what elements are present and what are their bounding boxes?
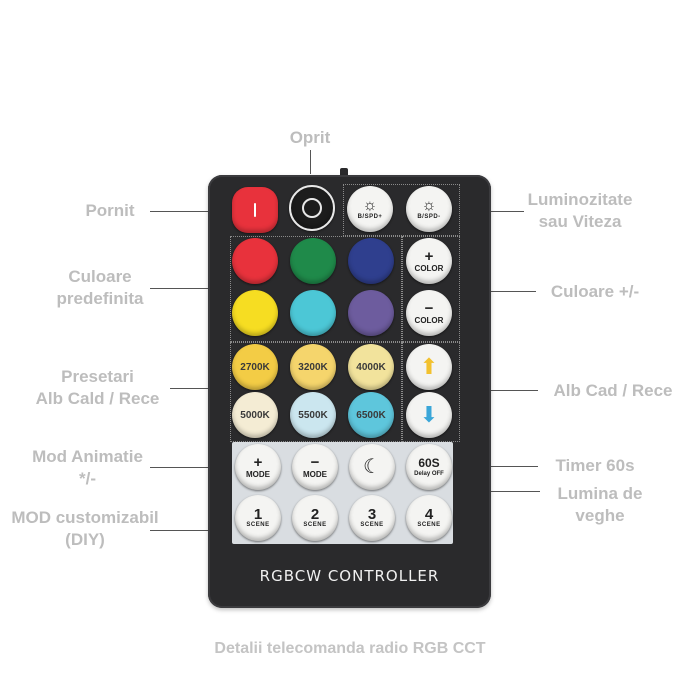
minus-icon: −	[424, 300, 434, 317]
label-mod-animatie: Mod Animatie */-	[32, 447, 143, 488]
arrow-up-icon: ⬆	[419, 354, 439, 379]
arrow-down-icon: ⬇	[419, 402, 439, 427]
sun-icon: ☼	[362, 196, 378, 214]
scene-label: SCENE	[417, 522, 441, 528]
scene-1-button[interactable]: 1 SCENE	[235, 495, 281, 541]
power-on-button[interactable]	[232, 187, 278, 233]
preset-2700k-button[interactable]: 2700K	[232, 344, 278, 390]
label-culoare-plus-minus: Culoare +/-	[550, 282, 640, 301]
color-plus-label: COLOR	[414, 264, 444, 273]
preset-group	[230, 342, 402, 442]
color-green-button[interactable]	[290, 238, 336, 284]
color-red-button[interactable]	[232, 238, 278, 284]
preset-label: 3200K	[298, 361, 328, 373]
scene-number: 2	[310, 506, 320, 523]
line-alb-cad	[448, 390, 538, 391]
plus-icon: +	[253, 454, 263, 471]
line-presetari	[170, 388, 230, 389]
preset-label: 4000K	[356, 361, 386, 373]
brightness-group	[343, 184, 460, 236]
timer-button[interactable]: 60S Delay OFF	[406, 444, 452, 490]
label-lumina-veghe: Lumina de veghe	[557, 484, 643, 525]
mode-plus-button[interactable]: + MODE	[235, 444, 281, 490]
remote-brand-label: RGBCW CONTROLLER	[259, 567, 440, 585]
moon-icon: ☾	[363, 456, 381, 478]
line-mod-customizabil	[150, 530, 230, 531]
preset-label: 6500K	[356, 409, 386, 421]
line-pornit	[150, 211, 230, 212]
scene-label: SCENE	[246, 522, 270, 528]
color-plus-button[interactable]: + COLOR	[406, 238, 452, 284]
line-oprit	[310, 150, 311, 174]
label-alb-cad: Alb Cad / Rece	[553, 381, 673, 400]
label-presetari: Presetari Alb Cald / Rece	[35, 367, 160, 408]
remote-notch	[340, 168, 348, 178]
line-timer	[448, 466, 538, 467]
color-blue-button[interactable]	[348, 238, 394, 284]
color-cyan-button[interactable]	[290, 290, 336, 336]
timer-value: 60S	[418, 456, 440, 470]
brightness-plus-label: B/SPD+	[357, 213, 383, 220]
power-off-icon	[302, 198, 322, 218]
preset-6500k-button[interactable]: 6500K	[348, 392, 394, 438]
white-warm-up-button[interactable]: ⬆	[406, 344, 452, 390]
scene-4-button[interactable]: 4 SCENE	[406, 495, 452, 541]
scene-2-button[interactable]: 2 SCENE	[292, 495, 338, 541]
color-purple-button[interactable]	[348, 290, 394, 336]
color-minus-button[interactable]: − COLOR	[406, 290, 452, 336]
mode-minus-button[interactable]: − MODE	[292, 444, 338, 490]
preset-3200k-button[interactable]: 3200K	[290, 344, 336, 390]
line-culoare-plus-minus	[448, 291, 536, 292]
label-culoare-predefinita: Culoare predefinita	[56, 267, 144, 308]
label-luminozitate: Luminozitate sau Viteza	[527, 190, 633, 231]
label-pornit: Pornit	[85, 201, 135, 220]
power-off-button[interactable]	[289, 185, 335, 231]
plus-icon: +	[424, 248, 434, 265]
preset-5000k-button[interactable]: 5000K	[232, 392, 278, 438]
scene-number: 3	[367, 506, 377, 523]
power-on-icon	[254, 203, 256, 217]
scene-label: SCENE	[303, 522, 327, 528]
sun-icon: ☼	[421, 196, 437, 214]
preset-5500k-button[interactable]: 5500K	[290, 392, 336, 438]
label-timer: Timer 60s	[555, 456, 635, 475]
footer-caption: Detalii telecomanda radio RGB CCT	[214, 640, 486, 657]
label-oprit: Oprit	[289, 128, 331, 147]
color-adjust-group	[402, 236, 460, 342]
mode-minus-label: MODE	[303, 470, 327, 479]
mode-plus-label: MODE	[246, 470, 270, 479]
brightness-minus-label: B/SPD-	[417, 213, 441, 220]
night-light-button[interactable]: ☾	[349, 444, 395, 490]
color-yellow-button[interactable]	[232, 290, 278, 336]
scene-label: SCENE	[360, 522, 384, 528]
scene-number: 1	[253, 506, 263, 523]
preset-4000k-button[interactable]: 4000K	[348, 344, 394, 390]
color-minus-label: COLOR	[414, 316, 444, 325]
timer-label: Delay OFF	[414, 471, 444, 477]
color-group	[230, 236, 402, 342]
line-culoare-predefinita	[150, 288, 230, 289]
preset-label: 5500K	[298, 409, 328, 421]
brightness-minus-button[interactable]: ☼ B/SPD-	[406, 186, 452, 232]
label-mod-customizabil: MOD customizabil (DIY)	[11, 508, 159, 549]
white-adjust-group	[402, 342, 460, 442]
line-mod-animatie	[150, 467, 230, 468]
preset-label: 5000K	[240, 409, 270, 421]
scene-number: 4	[424, 506, 434, 523]
brightness-plus-button[interactable]: ☼ B/SPD+	[347, 186, 393, 232]
preset-label: 2700K	[240, 361, 270, 373]
minus-icon: −	[310, 454, 320, 471]
scene-3-button[interactable]: 3 SCENE	[349, 495, 395, 541]
white-cold-down-button[interactable]: ⬇	[406, 392, 452, 438]
